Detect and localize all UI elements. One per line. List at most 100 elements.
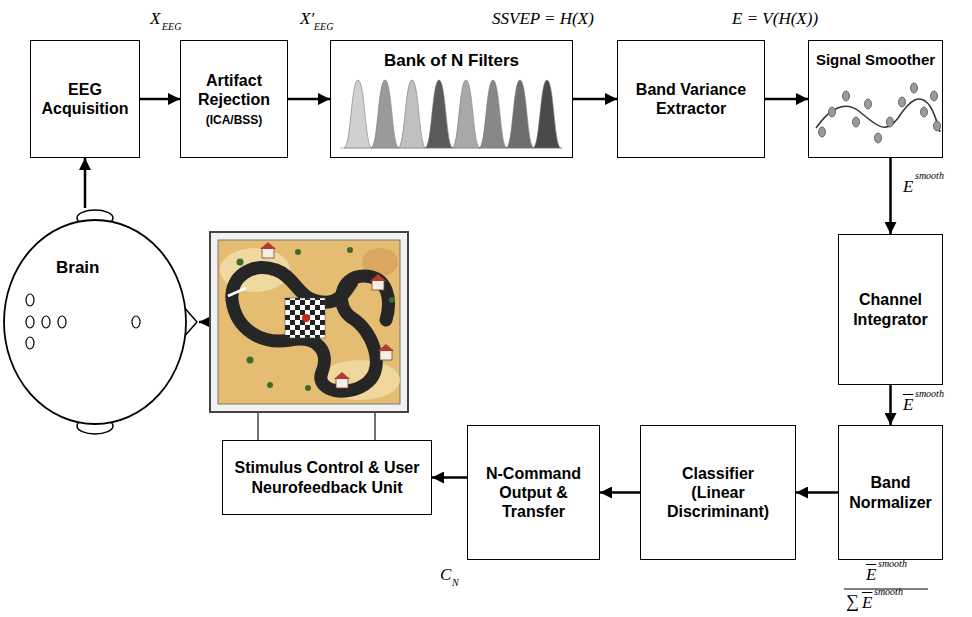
- houses-part: [334, 372, 350, 379]
- electrodes-part: [26, 316, 34, 328]
- monitor-stand-part: [374, 412, 376, 440]
- artifact-box: Artifact Rejection (ICA/BSS): [180, 40, 288, 158]
- variance-box: Band Variance Extractor: [617, 40, 765, 158]
- box-label: (Linear Discriminant): [647, 483, 789, 521]
- houses-part: [380, 350, 392, 360]
- flow-arrow: [573, 98, 617, 101]
- game-monitor-part: [228, 288, 246, 296]
- energy-symbol: E: [903, 178, 913, 197]
- filter-bells-part: [479, 80, 507, 148]
- head-outline: [4, 210, 197, 434]
- electrodes: [26, 294, 140, 349]
- houses-part: [370, 274, 386, 281]
- electrodes-part: [42, 316, 50, 328]
- signal-subscript: EEG: [162, 21, 181, 32]
- trees-part: [237, 259, 244, 266]
- game-monitor-part: [302, 314, 310, 322]
- classifier-box: Classifier(Linear Discriminant): [640, 425, 796, 560]
- box-label: Band Variance Extractor: [624, 80, 758, 118]
- electrodes-part: [132, 316, 140, 328]
- houses-part: [372, 280, 384, 290]
- filter-bells-part: [371, 80, 399, 148]
- electrodes-part: [58, 316, 66, 328]
- game-monitor-part: [285, 298, 325, 338]
- trees-part: [389, 297, 395, 303]
- stimulus-box: Stimulus Control & User Neurofeedback Un…: [222, 440, 432, 515]
- houses-part: [336, 378, 348, 388]
- brain-head: Brain: [0, 208, 196, 430]
- smoother-plot-part-part: [931, 91, 938, 101]
- smoother-plot-part-part: [853, 117, 860, 127]
- monitor-stand: [258, 412, 375, 440]
- filter-bells: [344, 80, 561, 148]
- game-monitor-part: [218, 240, 400, 404]
- command-box: N-Command Output & Transfer: [467, 425, 600, 560]
- trees-part: [247, 357, 254, 364]
- smoother-plot-part-part: [921, 107, 928, 117]
- box-label: Artifact Rejection: [187, 71, 281, 109]
- box-label: Brain: [56, 258, 99, 278]
- box-label: (ICA/BSS): [206, 113, 263, 127]
- smoother-box: Signal Smoother: [808, 40, 943, 158]
- smoother-plot-part-part: [911, 83, 918, 93]
- energy-symbol: E: [862, 594, 872, 613]
- smoother-plot-part-part: [829, 107, 836, 117]
- acquisition-box: EEG Acquisition: [30, 40, 140, 158]
- houses-part: [260, 242, 276, 249]
- game-monitor-part: [210, 232, 408, 412]
- normalizer-box: Band Normalizer: [838, 425, 943, 560]
- command-symbol: C: [440, 566, 451, 585]
- filter-bells-part: [452, 80, 480, 148]
- box-label: EEG Acquisition: [37, 80, 133, 118]
- filter-bank-box: Bank of N Filters: [330, 40, 573, 158]
- electrodes-part: [26, 337, 34, 349]
- trees: [237, 247, 396, 391]
- box-label: Stimulus Control & User Neurofeedback Un…: [229, 458, 425, 496]
- energy-symbol: E: [866, 566, 876, 585]
- smoother-plot-part-part: [899, 97, 906, 107]
- electrodes-part: [26, 294, 34, 306]
- flow-arrow: [889, 385, 892, 425]
- houses-part: [378, 344, 394, 351]
- signal-symbol: X′: [300, 10, 314, 29]
- filter-bells-part: [398, 80, 426, 148]
- filter-bells-part: [506, 80, 534, 148]
- trees-part: [267, 382, 273, 388]
- flow-arrow: [84, 158, 87, 208]
- filter-bells-part: [425, 80, 453, 148]
- signal-subscript: EEG: [314, 21, 333, 32]
- smoother-plot-part: [816, 99, 940, 132]
- command-subscript: N: [452, 577, 459, 588]
- energy-superscript: smooth: [878, 558, 907, 569]
- houses: [260, 242, 394, 388]
- flow-arrow: [288, 98, 330, 101]
- flow-arrow: [765, 98, 808, 101]
- smoother-plot-part-part: [843, 91, 850, 101]
- game-monitor-part: [232, 268, 389, 391]
- box-label: Bank of N Filters: [384, 51, 519, 71]
- sum-symbol: ∑: [846, 592, 859, 612]
- energy-superscript: smooth: [874, 586, 903, 597]
- flow-arrow: [140, 98, 180, 101]
- filter-bells-part: [533, 80, 561, 148]
- feedback-arrow: [199, 321, 210, 324]
- smoother-plot-part: [819, 83, 941, 143]
- box-label: Classifier: [682, 464, 754, 483]
- trees-part: [305, 385, 311, 391]
- energy-superscript: smooth: [915, 388, 944, 399]
- box-label: Signal Smoother: [816, 51, 935, 69]
- filter-bells-part: [344, 80, 372, 148]
- flow-arrow: [889, 158, 892, 234]
- smoother-plot-part-part: [934, 121, 941, 131]
- smoother-plot: [816, 83, 941, 143]
- integrator-box: Channel Integrator: [838, 234, 943, 385]
- smoother-plot-part-part: [875, 133, 882, 143]
- box-label: Band Normalizer: [845, 473, 936, 511]
- smoother-plot-part-part: [865, 99, 872, 109]
- flow-arrow: [600, 491, 640, 494]
- trees-part: [295, 249, 301, 255]
- monitor-stand-part: [257, 412, 259, 440]
- energy-symbol: E: [903, 396, 913, 415]
- game-monitor: [210, 232, 408, 412]
